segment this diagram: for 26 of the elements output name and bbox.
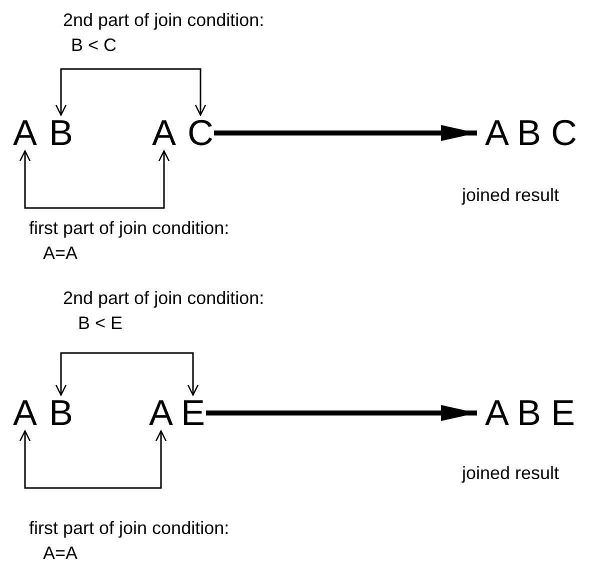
bracket-arrow bbox=[55, 68, 206, 116]
condition-text: A=A bbox=[43, 243, 78, 263]
attribute-text: A B E bbox=[477, 395, 583, 431]
condition-text: B < E bbox=[78, 313, 123, 333]
attribute-text: A bbox=[12, 115, 38, 151]
bracket-arrow bbox=[19, 430, 167, 489]
thick-arrow bbox=[206, 405, 477, 421]
condition-text: B < C bbox=[71, 35, 117, 55]
attribute-text: B bbox=[48, 395, 74, 431]
attribute-text: A B C bbox=[477, 115, 585, 151]
attribute-text: B bbox=[48, 115, 74, 151]
caption-text: joined result bbox=[462, 463, 560, 483]
attribute-text: E bbox=[180, 395, 206, 431]
caption-text: joined result bbox=[462, 185, 560, 205]
condition-text: A=A bbox=[43, 543, 78, 563]
attribute-text: A bbox=[148, 395, 174, 431]
condition-text: 2nd part of join condition: bbox=[63, 10, 264, 30]
attribute-text: A bbox=[12, 395, 38, 431]
bracket-arrow bbox=[55, 352, 199, 396]
condition-text: first part of join condition: bbox=[29, 218, 230, 238]
condition-text: 2nd part of join condition: bbox=[63, 288, 264, 308]
thick-arrow bbox=[214, 125, 477, 141]
attribute-text: A bbox=[151, 115, 177, 151]
bracket-arrow bbox=[19, 150, 170, 209]
attribute-text: C bbox=[187, 115, 214, 151]
condition-text: first part of join condition: bbox=[29, 518, 230, 538]
